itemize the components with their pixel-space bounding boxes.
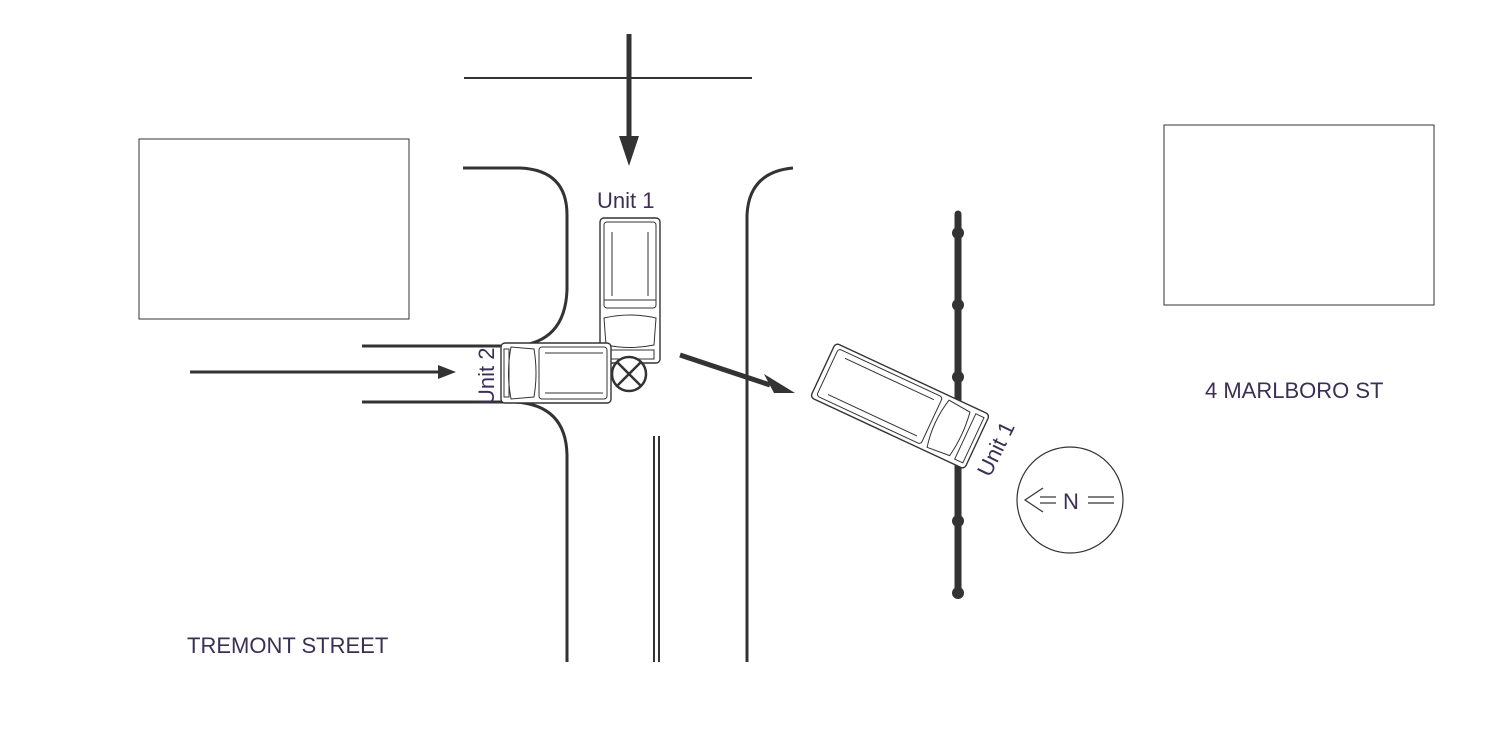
- building-right: [1163, 124, 1435, 306]
- north-arrow-icon: N: [1016, 446, 1124, 554]
- direction-arrow-down: [619, 34, 639, 166]
- compass-north-label: N: [1063, 489, 1079, 514]
- direction-arrow-east: [190, 365, 456, 379]
- curb-right: [745, 166, 794, 662]
- address-label-marlboro: 4 MARLBORO ST: [1205, 378, 1383, 403]
- vehicle-unit-1-final: [810, 343, 990, 469]
- vehicle-unit-2: [500, 342, 612, 404]
- unit-2-label: Unit 2: [474, 348, 499, 405]
- vehicle-unit-1-initial: [599, 217, 661, 364]
- street-label-tremont: TREMONT STREET: [187, 633, 388, 658]
- direction-arrow-post-impact: [679, 352, 795, 393]
- unit-1-label-top: Unit 1: [597, 188, 654, 213]
- curb-left-upper: [362, 166, 569, 348]
- curb-left-lower: [362, 400, 569, 662]
- circle-x-icon: [610, 355, 648, 393]
- building-left: [138, 138, 410, 320]
